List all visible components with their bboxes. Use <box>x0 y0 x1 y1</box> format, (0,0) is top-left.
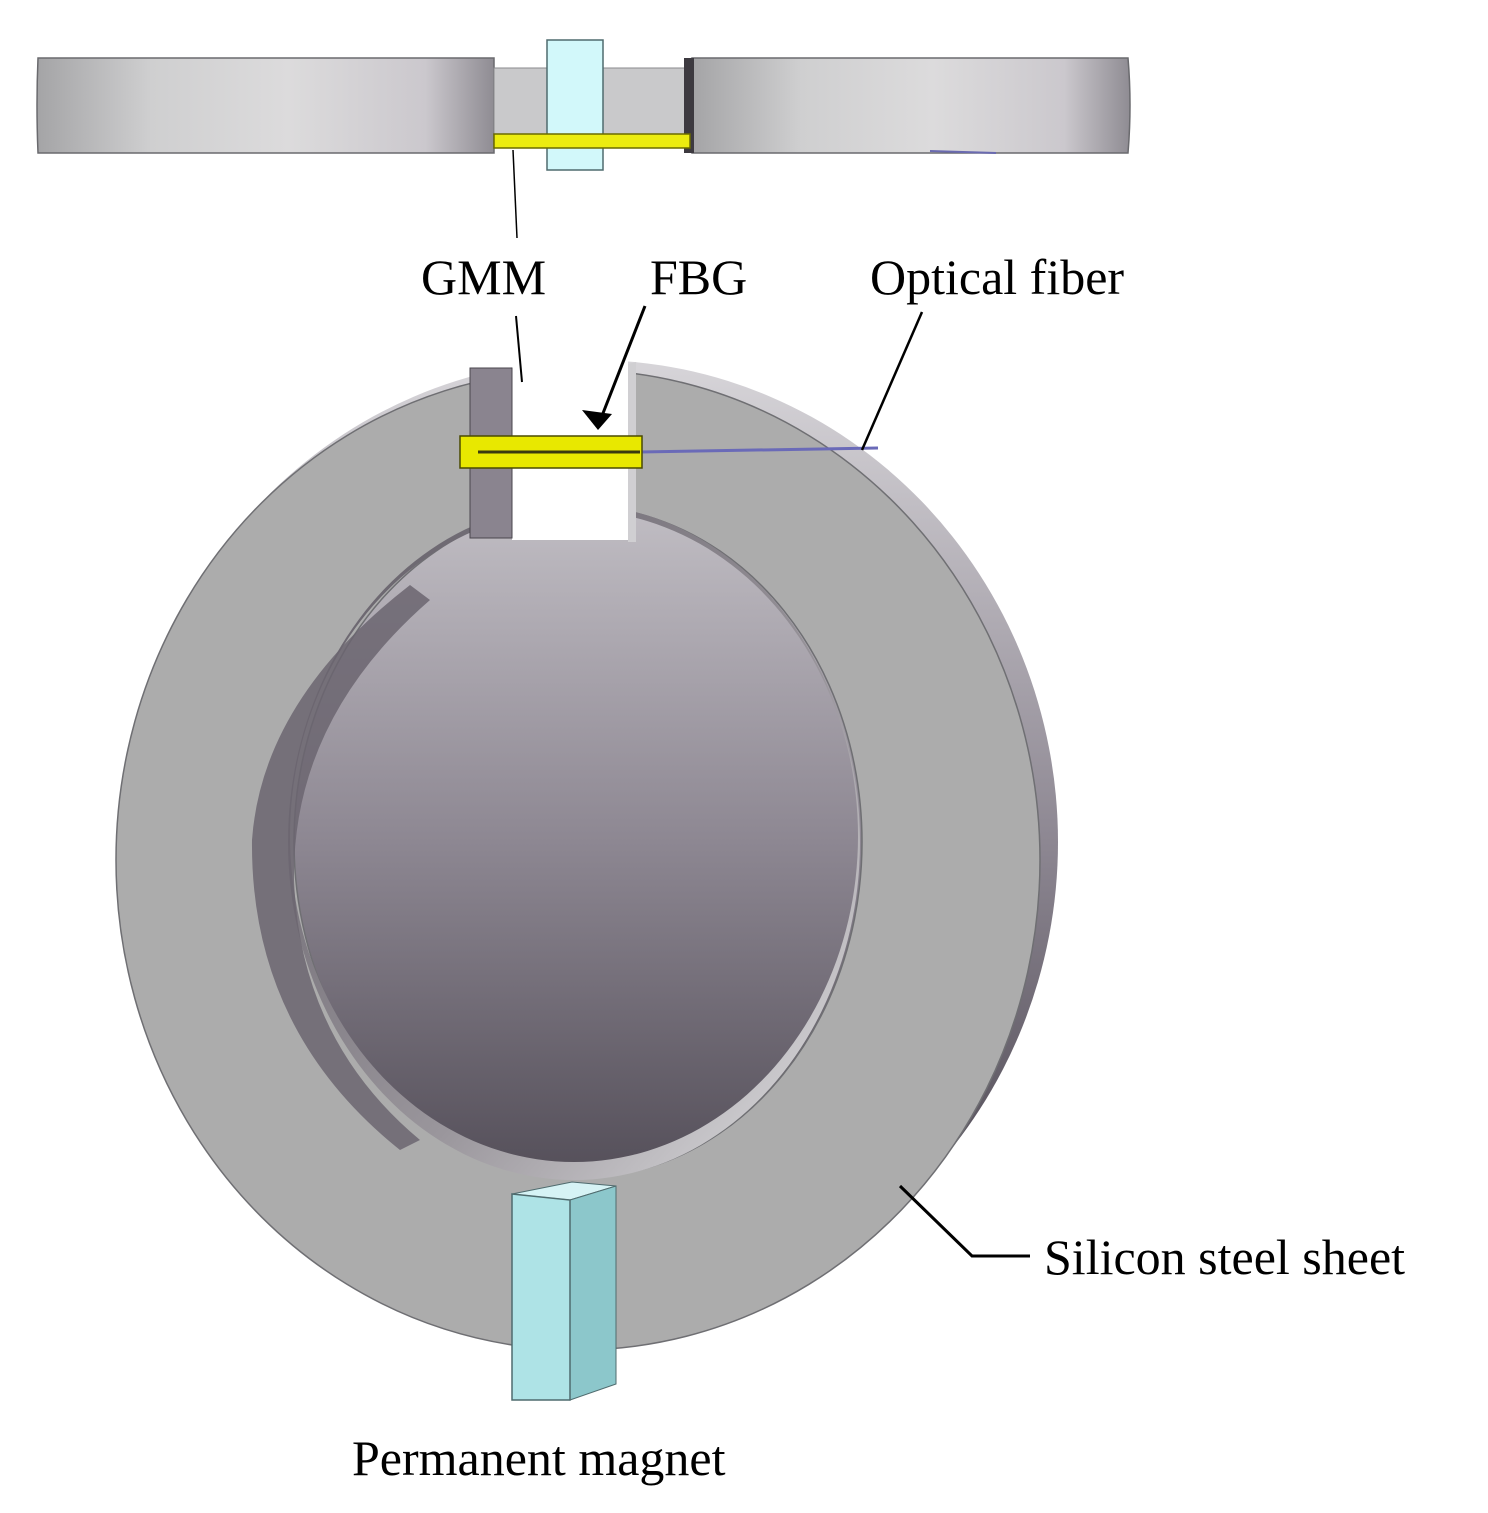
gmm-leader-line-top <box>512 149 518 239</box>
fbg-leader-line <box>596 305 647 427</box>
side-view-gmm-strip <box>493 133 691 149</box>
side-view-fiber-trace <box>929 150 997 154</box>
side-view-steel-right <box>691 57 1131 154</box>
gmm-label: GMM <box>421 249 547 305</box>
optical-fiber-leader-line <box>860 311 924 451</box>
side-view <box>36 39 1131 171</box>
permanent-magnet-front <box>511 1193 571 1401</box>
ring-view <box>115 360 1058 1401</box>
optical-fiber-label: Optical fiber <box>870 249 1125 305</box>
side-view-permanent-magnet <box>546 39 604 171</box>
side-view-steel-left <box>36 57 495 154</box>
silicon-steel-leader-line <box>898 1184 1030 1258</box>
gmm-leader-line <box>515 315 523 383</box>
permanent-magnet-label: Permanent magnet <box>352 1430 726 1486</box>
ring-inner-bore-left-shade <box>251 585 430 1150</box>
fbg-label: FBG <box>650 249 748 305</box>
permanent-magnet-side <box>569 1185 617 1401</box>
silicon-steel-sheet-label: Silicon steel sheet <box>1044 1229 1406 1285</box>
fbg-arrowhead <box>582 410 612 430</box>
side-view-gap-shadow <box>684 58 694 153</box>
optical-fiber <box>639 446 879 454</box>
